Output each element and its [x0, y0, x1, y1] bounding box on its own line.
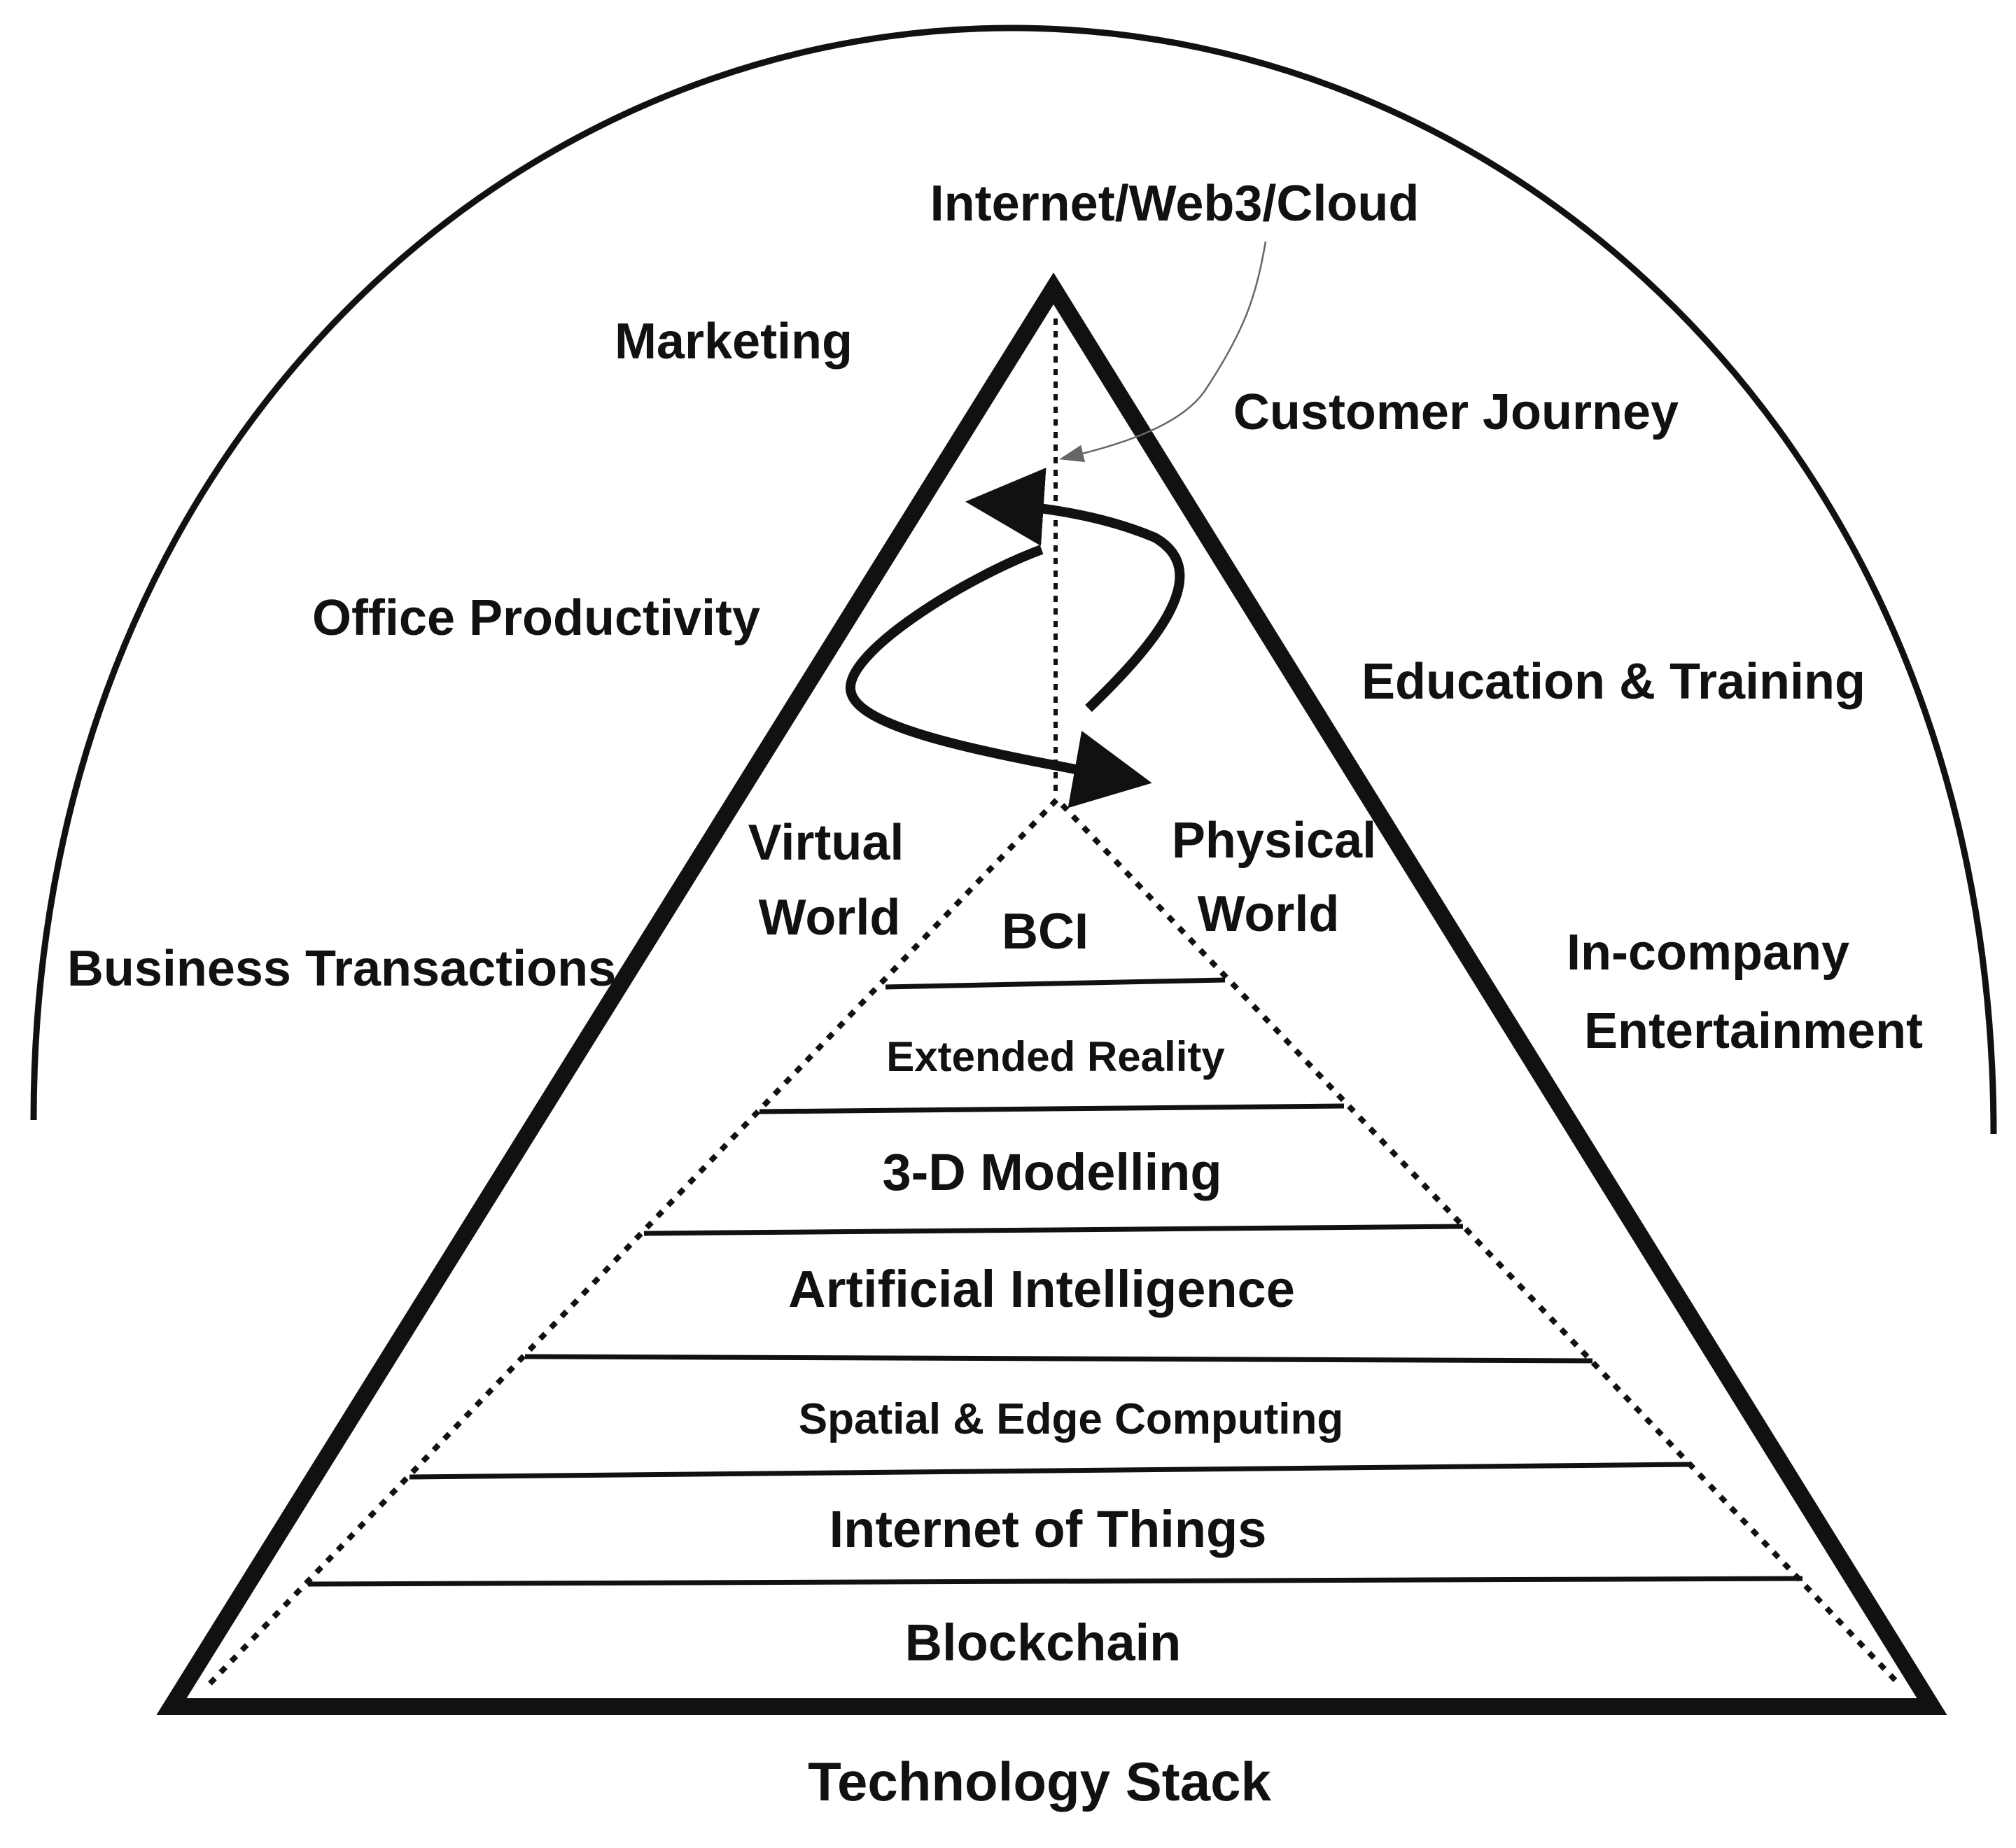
physical-label: Physical — [1172, 813, 1376, 869]
layer-bci: BCI — [1002, 904, 1088, 960]
layer-blockchain: Blockchain — [905, 1614, 1182, 1672]
technology-stack-title: Technology Stack — [808, 1751, 1271, 1812]
physical-world-label: World — [1198, 886, 1340, 942]
office-productivity-label: Office Productivity — [312, 590, 760, 646]
layer-artificial-intelligence: Artificial Intelligence — [788, 1260, 1295, 1318]
layer-divider-xr — [759, 1103, 1345, 1114]
layer-divider-spatial — [409, 1462, 1691, 1480]
internet-web3-cloud-label: Internet/Web3/Cloud — [930, 176, 1420, 232]
virtual-world-label: World — [759, 890, 901, 946]
pyramid-outline — [156, 272, 1947, 1715]
layer-divider-ai — [524, 1354, 1593, 1364]
layer-spatial-edge-computing: Spatial & Edge Computing — [799, 1395, 1343, 1443]
marketing-label: Marketing — [615, 314, 853, 370]
entertainment-label: Entertainment — [1584, 1003, 1923, 1059]
layer-divider-3d — [643, 1224, 1464, 1236]
in-company-label: In-company — [1567, 925, 1849, 981]
virtual-to-physical-arrow — [846, 545, 1152, 808]
virtual-label: Virtual — [748, 815, 904, 871]
internet-leader-arrow — [1059, 241, 1267, 463]
layer-divider-bci — [885, 977, 1226, 990]
inner-dotted-triangle — [208, 795, 1900, 1686]
physical-to-virtual-arrow — [965, 468, 1185, 713]
layer-internet-of-things: Internet of Things — [830, 1500, 1267, 1558]
business-transactions-label: Business Transactions — [67, 941, 616, 997]
layer-extended-reality: Extended Reality — [886, 1033, 1225, 1080]
layer-3d-modelling: 3-D Modelling — [882, 1143, 1222, 1201]
customer-journey-label: Customer Journey — [1233, 384, 1679, 440]
education-training-label: Education & Training — [1362, 654, 1865, 710]
layer-divider-iot — [307, 1576, 1803, 1587]
application-dome-arc — [30, 24, 1997, 1135]
